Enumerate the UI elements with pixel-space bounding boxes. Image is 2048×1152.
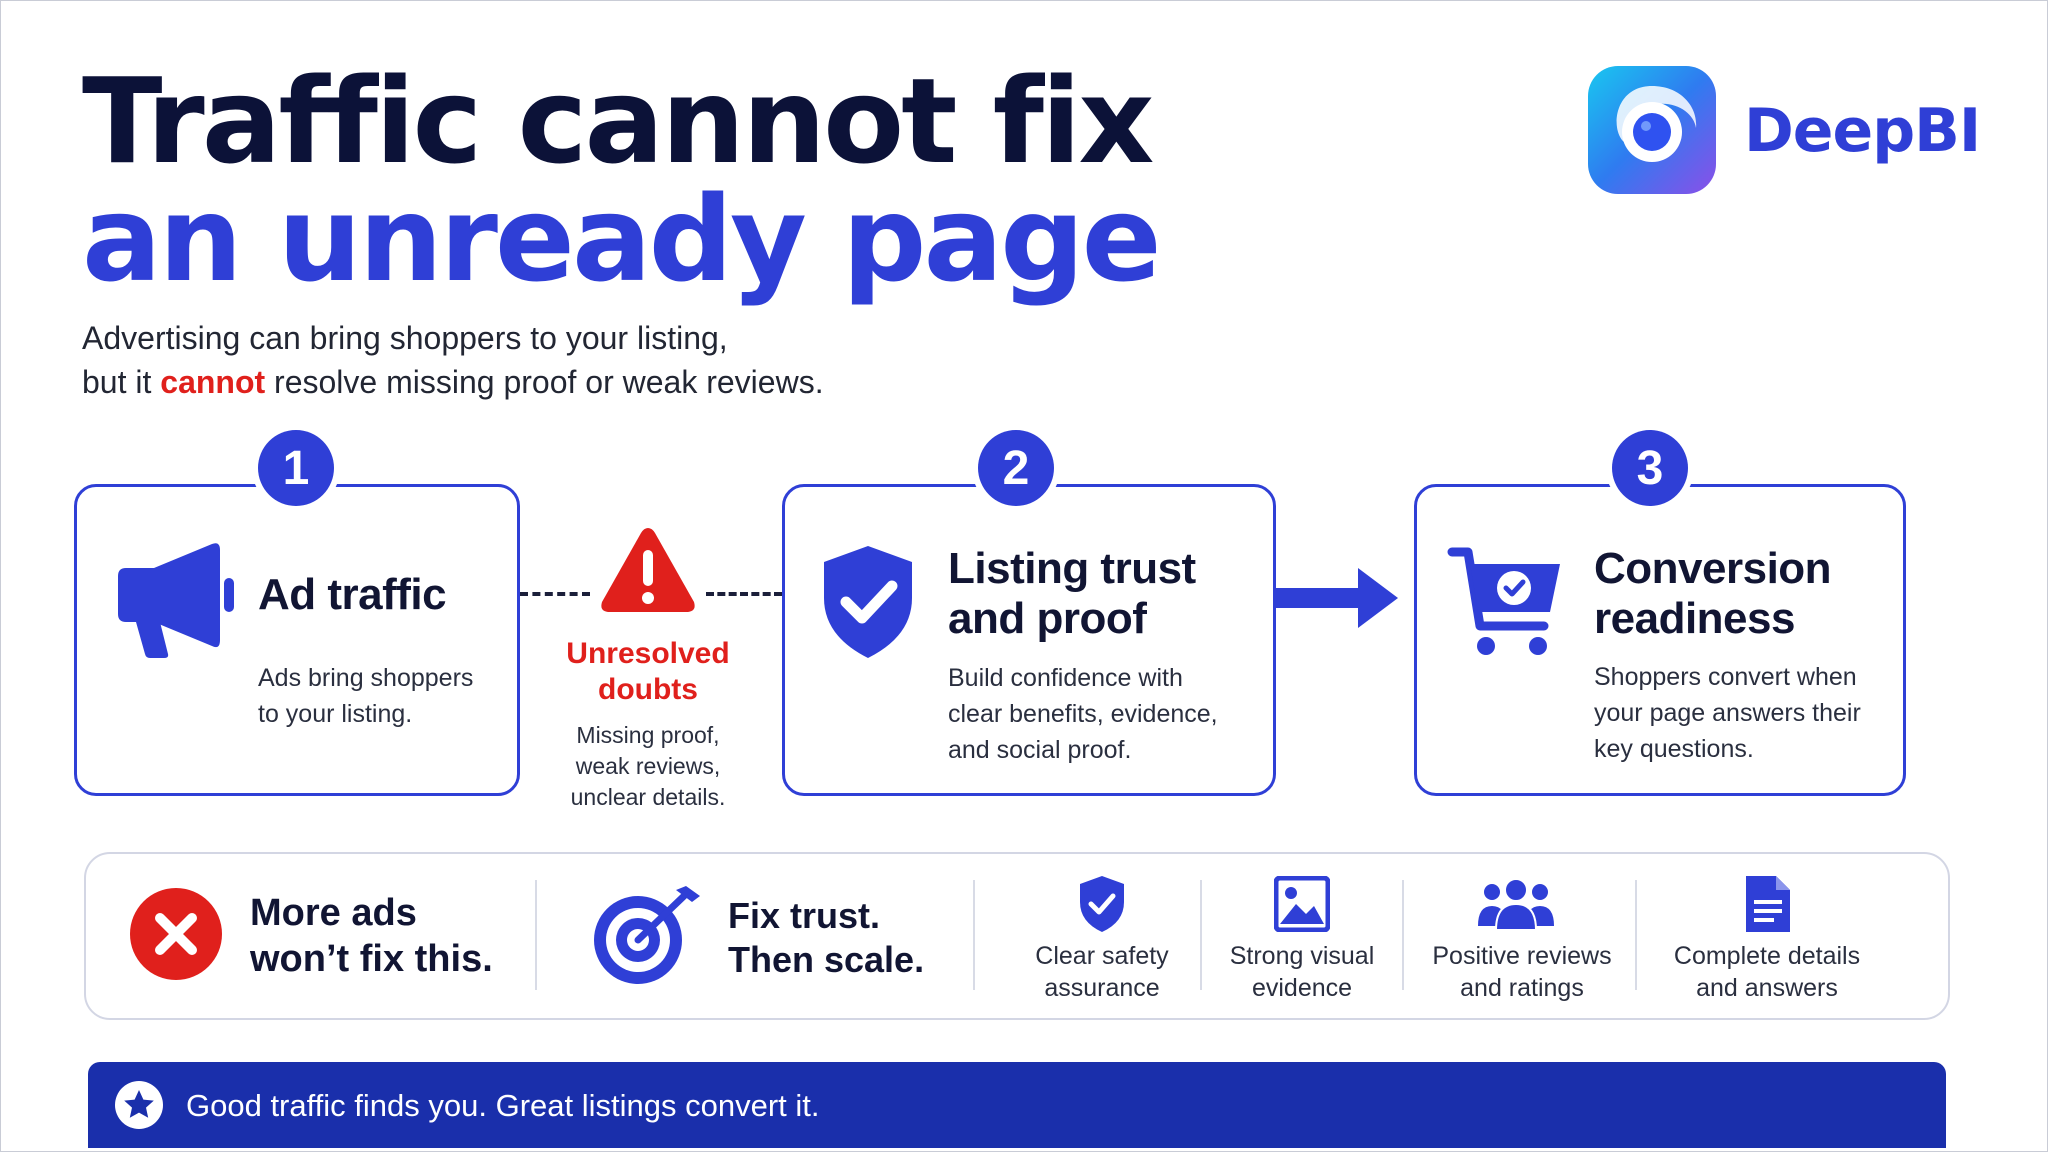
step-2-description: Build confidence with clear benefits, ev…: [948, 660, 1218, 768]
step-2-desc-line: Build confidence with: [948, 664, 1183, 692]
cart-check-icon: [1447, 547, 1560, 655]
brand-name: DeepBI: [1744, 96, 1981, 166]
summary-panel: [84, 852, 1950, 1020]
fix-trust-line: Fix trust.: [728, 895, 881, 936]
step-3-title-line: readiness: [1594, 594, 1795, 643]
tagline-banner: [88, 1062, 1946, 1148]
image-icon: [1274, 876, 1330, 932]
panel-divider: [1402, 880, 1404, 990]
step-1-title: Ad traffic: [258, 570, 447, 619]
dashed-connector-right: [706, 592, 782, 596]
shield-check-icon: [824, 546, 912, 658]
target-icon: [594, 886, 700, 984]
feature-positive-reviews: Positive reviews and ratings: [1404, 940, 1640, 1004]
step-3-description: Shoppers convert when your page answers …: [1594, 659, 1861, 767]
warning-desc-line: weak reviews,: [575, 753, 721, 779]
step-3-title: Conversion readiness: [1594, 544, 1832, 644]
document-icon: [1746, 876, 1790, 932]
more-ads-line: won’t fix this.: [250, 938, 493, 980]
feature-line: Complete details: [1673, 942, 1861, 970]
step-number-2: 2: [978, 430, 1054, 506]
feature-line: assurance: [1044, 974, 1160, 1002]
panel-divider: [1635, 880, 1637, 990]
feature-line: and answers: [1696, 974, 1838, 1002]
star-circle-icon: [115, 1081, 163, 1129]
step-2-title-line: and proof: [948, 594, 1147, 643]
feature-visual-evidence: Strong visual evidence: [1204, 940, 1400, 1004]
feature-line: Positive reviews: [1432, 942, 1612, 970]
warning-title-line: Unresolved: [566, 637, 730, 670]
warning-title: Unresolved doubts: [530, 636, 766, 708]
subtitle-text-end: resolve missing proof or weak reviews.: [265, 364, 824, 400]
tagline-text: Good traffic finds you. Great listings c…: [186, 1088, 820, 1123]
subtitle-text: but it: [82, 364, 161, 400]
headline-line-2: an unready page: [82, 170, 1162, 308]
subtitle: Advertising can bring shoppers to your l…: [82, 316, 824, 404]
step-number-3: 3: [1612, 430, 1688, 506]
warning-title-line: doubts: [598, 673, 698, 706]
step-3-title-line: Conversion: [1594, 544, 1832, 593]
step-3-desc-line: Shoppers convert when: [1594, 663, 1857, 691]
deepbi-logo-icon: [1588, 66, 1716, 194]
fix-trust-text: Fix trust. Then scale.: [728, 894, 924, 982]
subtitle-line-2: but it cannot resolve missing proof or w…: [82, 360, 824, 404]
more-ads-line: More ads: [250, 892, 417, 934]
step-2-title: Listing trust and proof: [948, 544, 1196, 644]
step-3-desc-line: key questions.: [1594, 735, 1754, 763]
warning-desc-line: Missing proof,: [576, 722, 720, 748]
feature-line: Clear safety: [1035, 942, 1169, 970]
feature-complete-details: Complete details and answers: [1640, 940, 1894, 1004]
panel-divider: [973, 880, 975, 990]
step-1-desc-line: to your listing.: [258, 700, 413, 728]
subtitle-line-1: Advertising can bring shoppers to your l…: [82, 320, 728, 356]
subtitle-accent: cannot: [160, 364, 266, 400]
warning-description: Missing proof, weak reviews, unclear det…: [530, 720, 766, 813]
x-circle-icon: [130, 888, 222, 980]
step-number-1: 1: [258, 430, 334, 506]
step-3-desc-line: your page answers their: [1594, 699, 1861, 727]
megaphone-icon: [118, 543, 234, 658]
headline-line-1: Traffic cannot fix: [82, 52, 1155, 190]
feature-line: Strong visual: [1229, 942, 1375, 970]
step-1-desc-line: Ads bring shoppers: [258, 664, 474, 692]
panel-divider: [1200, 880, 1202, 990]
users-icon: [1478, 878, 1554, 931]
step-2-title-line: Listing trust: [948, 544, 1196, 593]
step-2-desc-line: and social proof.: [948, 736, 1132, 764]
feature-line: and ratings: [1460, 974, 1584, 1002]
panel-divider: [535, 880, 537, 990]
more-ads-text: More ads won’t fix this.: [250, 890, 493, 982]
step-2-desc-line: clear benefits, evidence,: [948, 700, 1218, 728]
dashed-connector-left: [520, 592, 590, 596]
warning-desc-line: unclear details.: [570, 784, 726, 810]
feature-safety-assurance: Clear safety assurance: [1000, 940, 1204, 1004]
shield-check-small-icon: [1080, 876, 1124, 932]
arrow-right-icon: [1276, 568, 1398, 628]
step-1-description: Ads bring shoppers to your listing.: [258, 660, 473, 732]
warning-triangle-icon: [601, 528, 695, 612]
feature-line: evidence: [1251, 974, 1353, 1002]
fix-trust-line: Then scale.: [728, 939, 925, 980]
